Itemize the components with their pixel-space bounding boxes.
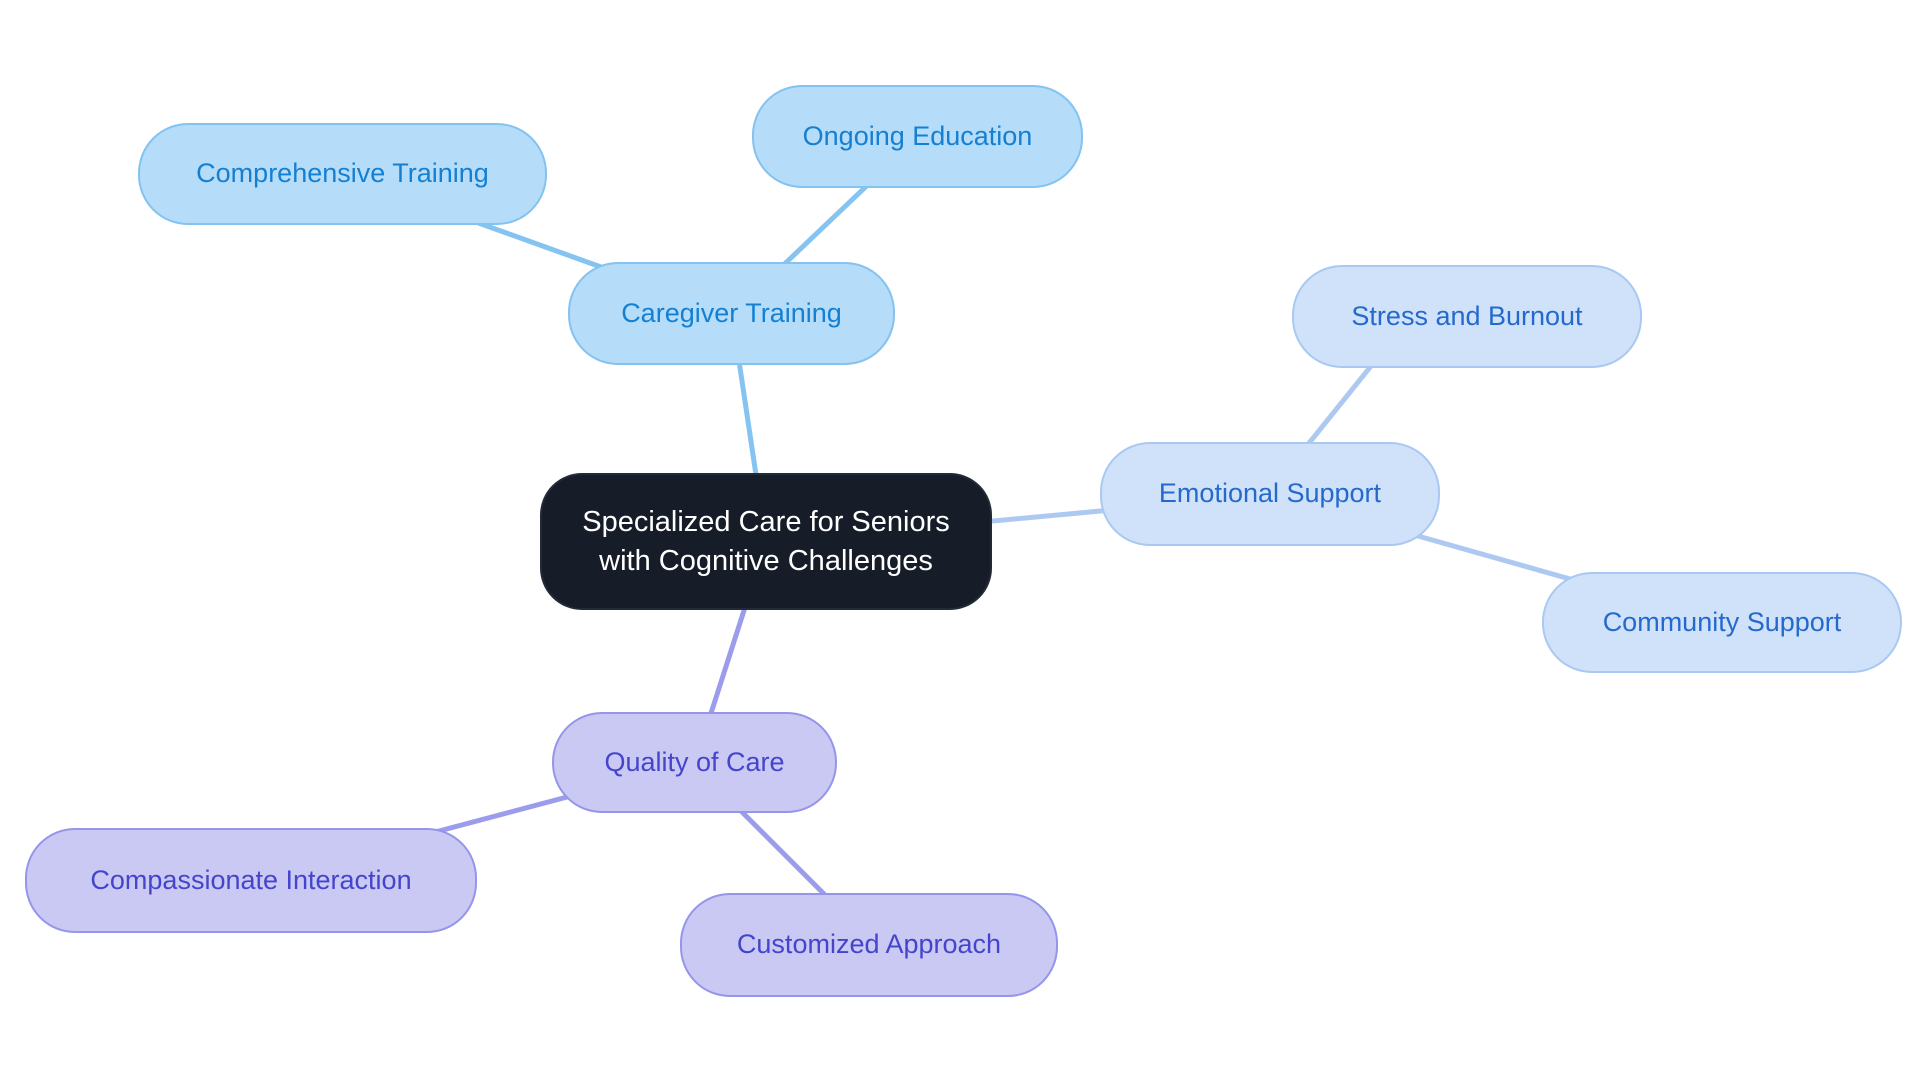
node-comprehensive-training[interactable]: Comprehensive Training — [138, 123, 547, 225]
node-ongoing-education[interactable]: Ongoing Education — [752, 85, 1083, 188]
node-emotional-support-label: Emotional Support — [1158, 478, 1382, 509]
node-community-support[interactable]: Community Support — [1542, 572, 1902, 673]
node-quality-of-care[interactable]: Quality of Care — [552, 712, 837, 813]
node-caregiver-training-label: Caregiver Training — [621, 297, 842, 328]
node-ongoing-education-label: Ongoing Education — [802, 120, 1033, 151]
node-customized-approach[interactable]: Customized Approach — [680, 893, 1058, 997]
node-root-label: Specialized Care for Seniors with Cognit… — [582, 506, 950, 577]
node-quality-of-care-label: Quality of Care — [604, 746, 785, 777]
node-caregiver-training[interactable]: Caregiver Training — [568, 262, 895, 365]
node-stress-and-burnout-label: Stress and Burnout — [1351, 300, 1583, 331]
node-comprehensive-training-label: Comprehensive Training — [196, 158, 489, 189]
node-emotional-support[interactable]: Emotional Support — [1100, 442, 1440, 546]
node-root[interactable]: Specialized Care for Seniors with Cognit… — [540, 473, 992, 610]
node-compassionate-interaction-label: Compassionate Interaction — [90, 864, 412, 895]
node-community-support-label: Community Support — [1602, 606, 1842, 637]
node-customized-approach-label: Customized Approach — [736, 929, 1002, 960]
node-stress-and-burnout[interactable]: Stress and Burnout — [1292, 265, 1642, 368]
node-compassionate-interaction[interactable]: Compassionate Interaction — [25, 828, 477, 933]
